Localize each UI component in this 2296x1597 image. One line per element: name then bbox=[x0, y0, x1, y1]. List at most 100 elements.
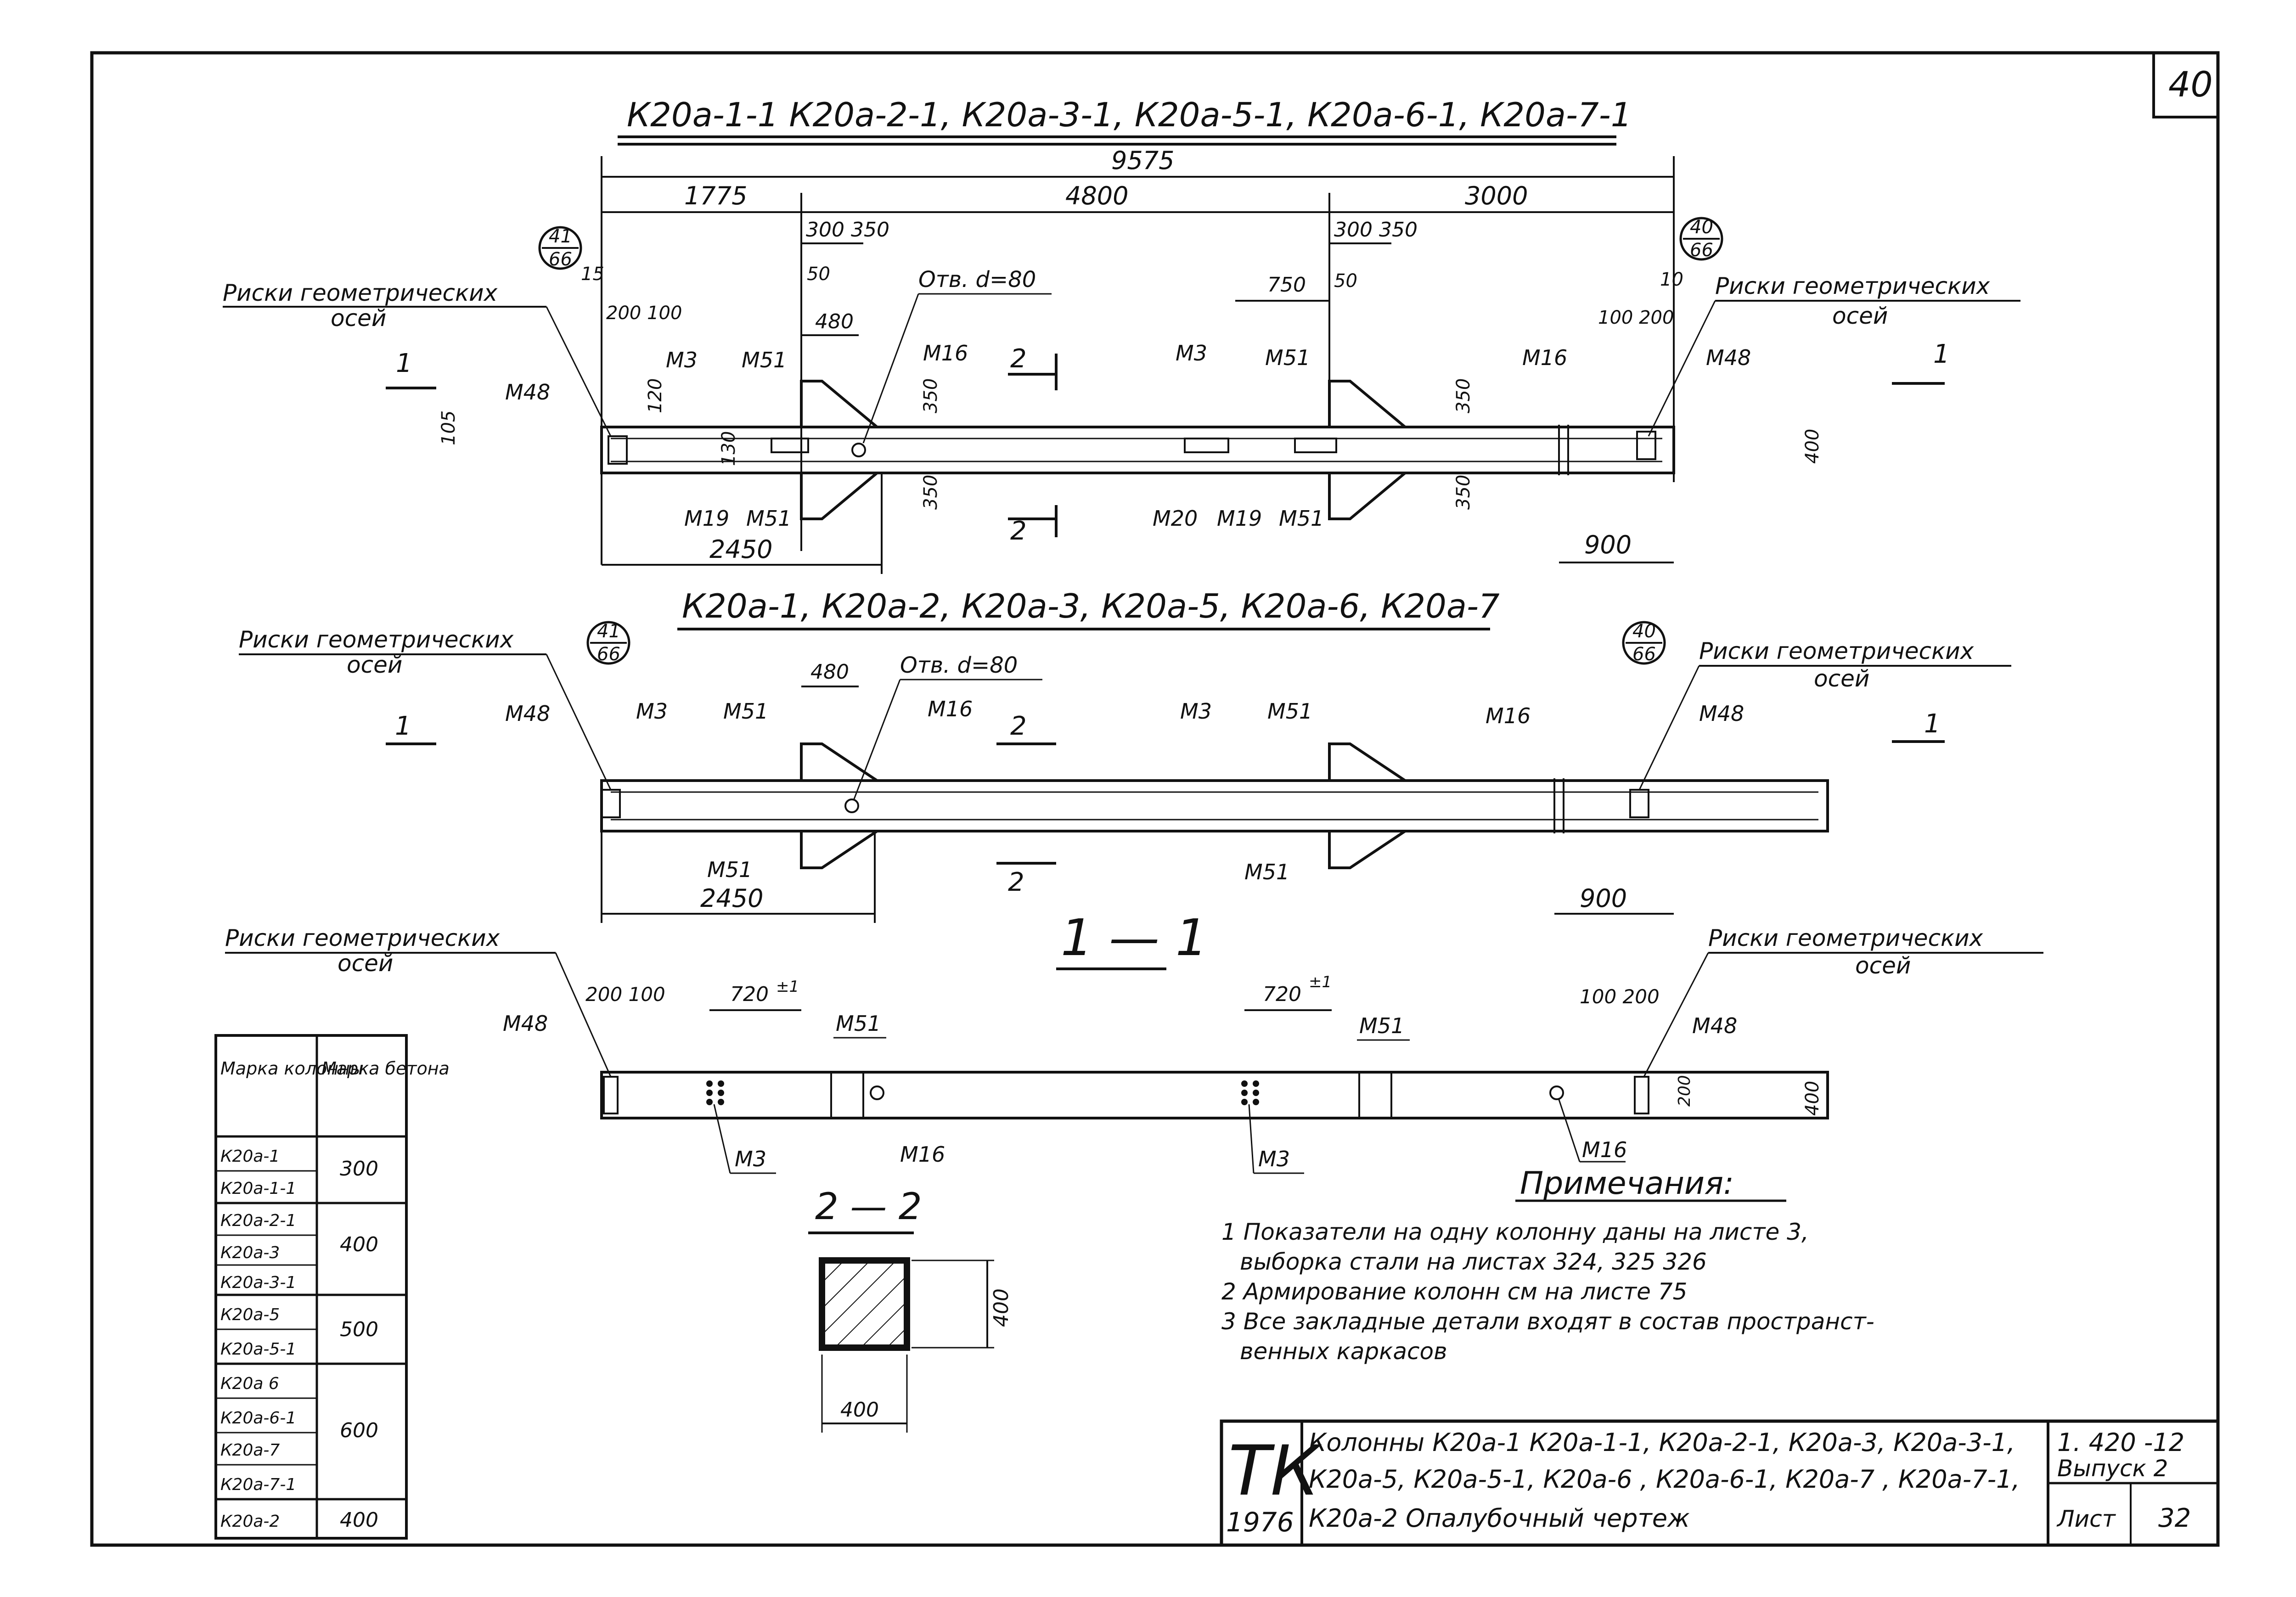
console-1 bbox=[800, 380, 878, 520]
m48-sec-r: М48 bbox=[1692, 1013, 1737, 1038]
section-2-2-width: 400 bbox=[840, 1398, 879, 1422]
axis-note-top-right-2: осей bbox=[1832, 303, 1888, 329]
dim-200-100-sec: 200 100 bbox=[585, 983, 665, 1006]
axis-note-sec-right-2: осей bbox=[1855, 952, 1911, 979]
dim-720-a: 720 bbox=[730, 983, 769, 1006]
title-line-2: К20а-5, К20а-5-1, К20а-6 , К20а-6-1, К20… bbox=[1309, 1465, 2020, 1494]
note-line-1: 1 Показатели на одну колонну даны на лис… bbox=[1221, 1219, 1809, 1245]
m51-sec-2: М51 bbox=[1359, 1013, 1404, 1038]
axis-note-top-left-2: осей bbox=[331, 305, 386, 332]
axis-note-top-right: Риски геометрических bbox=[1715, 273, 1990, 299]
dim-350-a: 350 bbox=[920, 378, 941, 413]
marker-66-mid-l: 66 bbox=[597, 644, 620, 665]
notes-title: Примечания: bbox=[1520, 1165, 1734, 1202]
m16-mid-1: М16 bbox=[928, 697, 973, 721]
title-sheet-label: Лист bbox=[2056, 1506, 2116, 1532]
m16-top-1: М16 bbox=[923, 341, 968, 366]
table-header-col2: Марка бетона bbox=[321, 1058, 450, 1079]
column-mid-body bbox=[600, 779, 1829, 832]
m48-mid-r: М48 bbox=[1699, 701, 1744, 726]
dim-120-top: 120 bbox=[645, 378, 666, 413]
middle-elevation: К20а-1, К20а-2, К20а-3, К20а-5, К20а-6, … bbox=[239, 587, 2011, 923]
marker-40-mid: 40 bbox=[1632, 621, 1656, 642]
marker-40-top: 40 bbox=[1690, 217, 1713, 238]
m16-sec-2: М16 bbox=[1582, 1137, 1627, 1162]
table-concrete-4: 600 bbox=[340, 1419, 378, 1442]
hole-label-top: Отв. d=80 bbox=[918, 267, 1036, 292]
m3-top-2: М3 bbox=[1176, 341, 1207, 366]
m16-top-2: М16 bbox=[1522, 345, 1567, 370]
console-2 bbox=[1328, 380, 1406, 520]
axis-note-sec-right: Риски геометрических bbox=[1708, 925, 1983, 951]
axis-note-mid-right: Риски геометрических bbox=[1699, 638, 1974, 664]
table-mark-12: К20а-2 bbox=[220, 1512, 280, 1531]
table-concrete-5: 400 bbox=[340, 1508, 378, 1532]
title-block: ТК 1976 Колонны К20а-1 К20а-1-1, К20а-2-… bbox=[1220, 1419, 2220, 1547]
axis-note-top-left: Риски геометрических bbox=[223, 280, 498, 306]
dim-300-350-b: 300 350 bbox=[1334, 218, 1418, 242]
section-1-right-mid: 1 bbox=[1924, 709, 1941, 739]
title-doc-code: 1. 420 -12 bbox=[2057, 1428, 2184, 1457]
table-mark-8: К20а 6 bbox=[220, 1374, 279, 1393]
m19-top-2: М19 bbox=[1217, 506, 1262, 531]
m51-mid-3: М51 bbox=[707, 857, 752, 882]
m20-top: М20 bbox=[1153, 506, 1198, 531]
axis-note-mid-right-2: осей bbox=[1814, 665, 1869, 692]
dim-100-200-sec: 100 200 bbox=[1580, 985, 1660, 1008]
m51-top-1: М51 bbox=[742, 348, 787, 372]
dim-100-200-top: 100 200 bbox=[1598, 307, 1674, 328]
table-mark-11: К20а-7-1 bbox=[220, 1475, 296, 1494]
m51-top-2: М51 bbox=[1265, 345, 1310, 370]
page-number-box bbox=[2152, 53, 2218, 118]
hole-label-mid: Отв. d=80 bbox=[900, 652, 1018, 678]
title-line-3: К20а-2 Опалубочный чертеж bbox=[1309, 1504, 1690, 1533]
m51-sec-1: М51 bbox=[836, 1011, 881, 1036]
table-mark-4: К20а-3 bbox=[220, 1243, 280, 1262]
m48-sec-l: М48 bbox=[503, 1011, 548, 1036]
section-1-left-mid: 1 bbox=[395, 711, 411, 741]
column-top-body bbox=[600, 426, 1675, 474]
dim-480-mid: 480 bbox=[810, 660, 849, 684]
dim-350-b: 350 bbox=[920, 475, 941, 510]
marker-41-top: 41 bbox=[549, 226, 572, 247]
tol-720-b: ±1 bbox=[1309, 973, 1332, 991]
section-1-1-title: 1 — 1 bbox=[1061, 908, 1208, 967]
dim-200-sec: 200 bbox=[1675, 1075, 1694, 1107]
dim-2450-top: 2450 bbox=[709, 535, 772, 564]
note-line-2: выборка стали на листах 324, 325 326 bbox=[1240, 1248, 1707, 1275]
m51-mid-4: М51 bbox=[1244, 860, 1289, 884]
table-concrete-1: 300 bbox=[340, 1157, 378, 1181]
section-2-2: 2 — 2 400 400 bbox=[808, 1185, 1013, 1433]
dim-900-mid: 900 bbox=[1580, 884, 1627, 913]
m48-top-l: М48 bbox=[505, 380, 550, 405]
top-view-title: К20а-1-1 К20а-2-1, К20а-3-1, К20а-5-1, К… bbox=[627, 96, 1632, 134]
dim-750: 750 bbox=[1267, 273, 1306, 297]
concrete-table: Марка колонны Марка бетона К20а-1 К20а-1… bbox=[214, 1034, 450, 1540]
dim-200-100-top: 200 100 bbox=[606, 303, 682, 324]
dim-4800: 4800 bbox=[1065, 181, 1128, 210]
table-mark-9: К20а-6-1 bbox=[220, 1409, 296, 1428]
m3-sec-2: М3 bbox=[1258, 1147, 1290, 1171]
section-2-2-title: 2 — 2 bbox=[815, 1185, 922, 1228]
title-line-1: Колонны К20а-1 К20а-1-1, К20а-2-1, К20а-… bbox=[1309, 1428, 2015, 1457]
section-1-left-top: 1 bbox=[396, 349, 412, 378]
marker-66-top-r: 66 bbox=[1690, 240, 1713, 261]
dim-350-d: 350 bbox=[1453, 475, 1474, 510]
dim-400-top: 400 bbox=[1802, 429, 1823, 464]
dim-400-sec: 400 bbox=[1802, 1081, 1823, 1116]
dim-50-b: 50 bbox=[1334, 270, 1357, 292]
note-line-5: венных каркасов bbox=[1240, 1338, 1447, 1365]
mid-view-title: К20а-1, К20а-2, К20а-3, К20а-5, К20а-6, … bbox=[682, 587, 1500, 625]
top-elevation: К20а-1-1 К20а-2-1, К20а-3-1, К20а-5-1, К… bbox=[223, 96, 2020, 574]
dim-900-top: 900 bbox=[1584, 530, 1632, 559]
m51-top-4: М51 bbox=[1279, 506, 1324, 531]
dim-105-top-l: 105 bbox=[438, 410, 459, 445]
table-mark-3: К20а-2-1 bbox=[220, 1211, 296, 1230]
m51-top-3: М51 bbox=[746, 506, 791, 531]
table-mark-10: К20а-7 bbox=[220, 1441, 280, 1460]
marker-41-mid: 41 bbox=[597, 621, 620, 642]
m19-top-1: М19 bbox=[684, 506, 729, 531]
table-header-col1: Марка колонны bbox=[220, 1058, 364, 1079]
dim-50-a: 50 bbox=[807, 264, 830, 285]
